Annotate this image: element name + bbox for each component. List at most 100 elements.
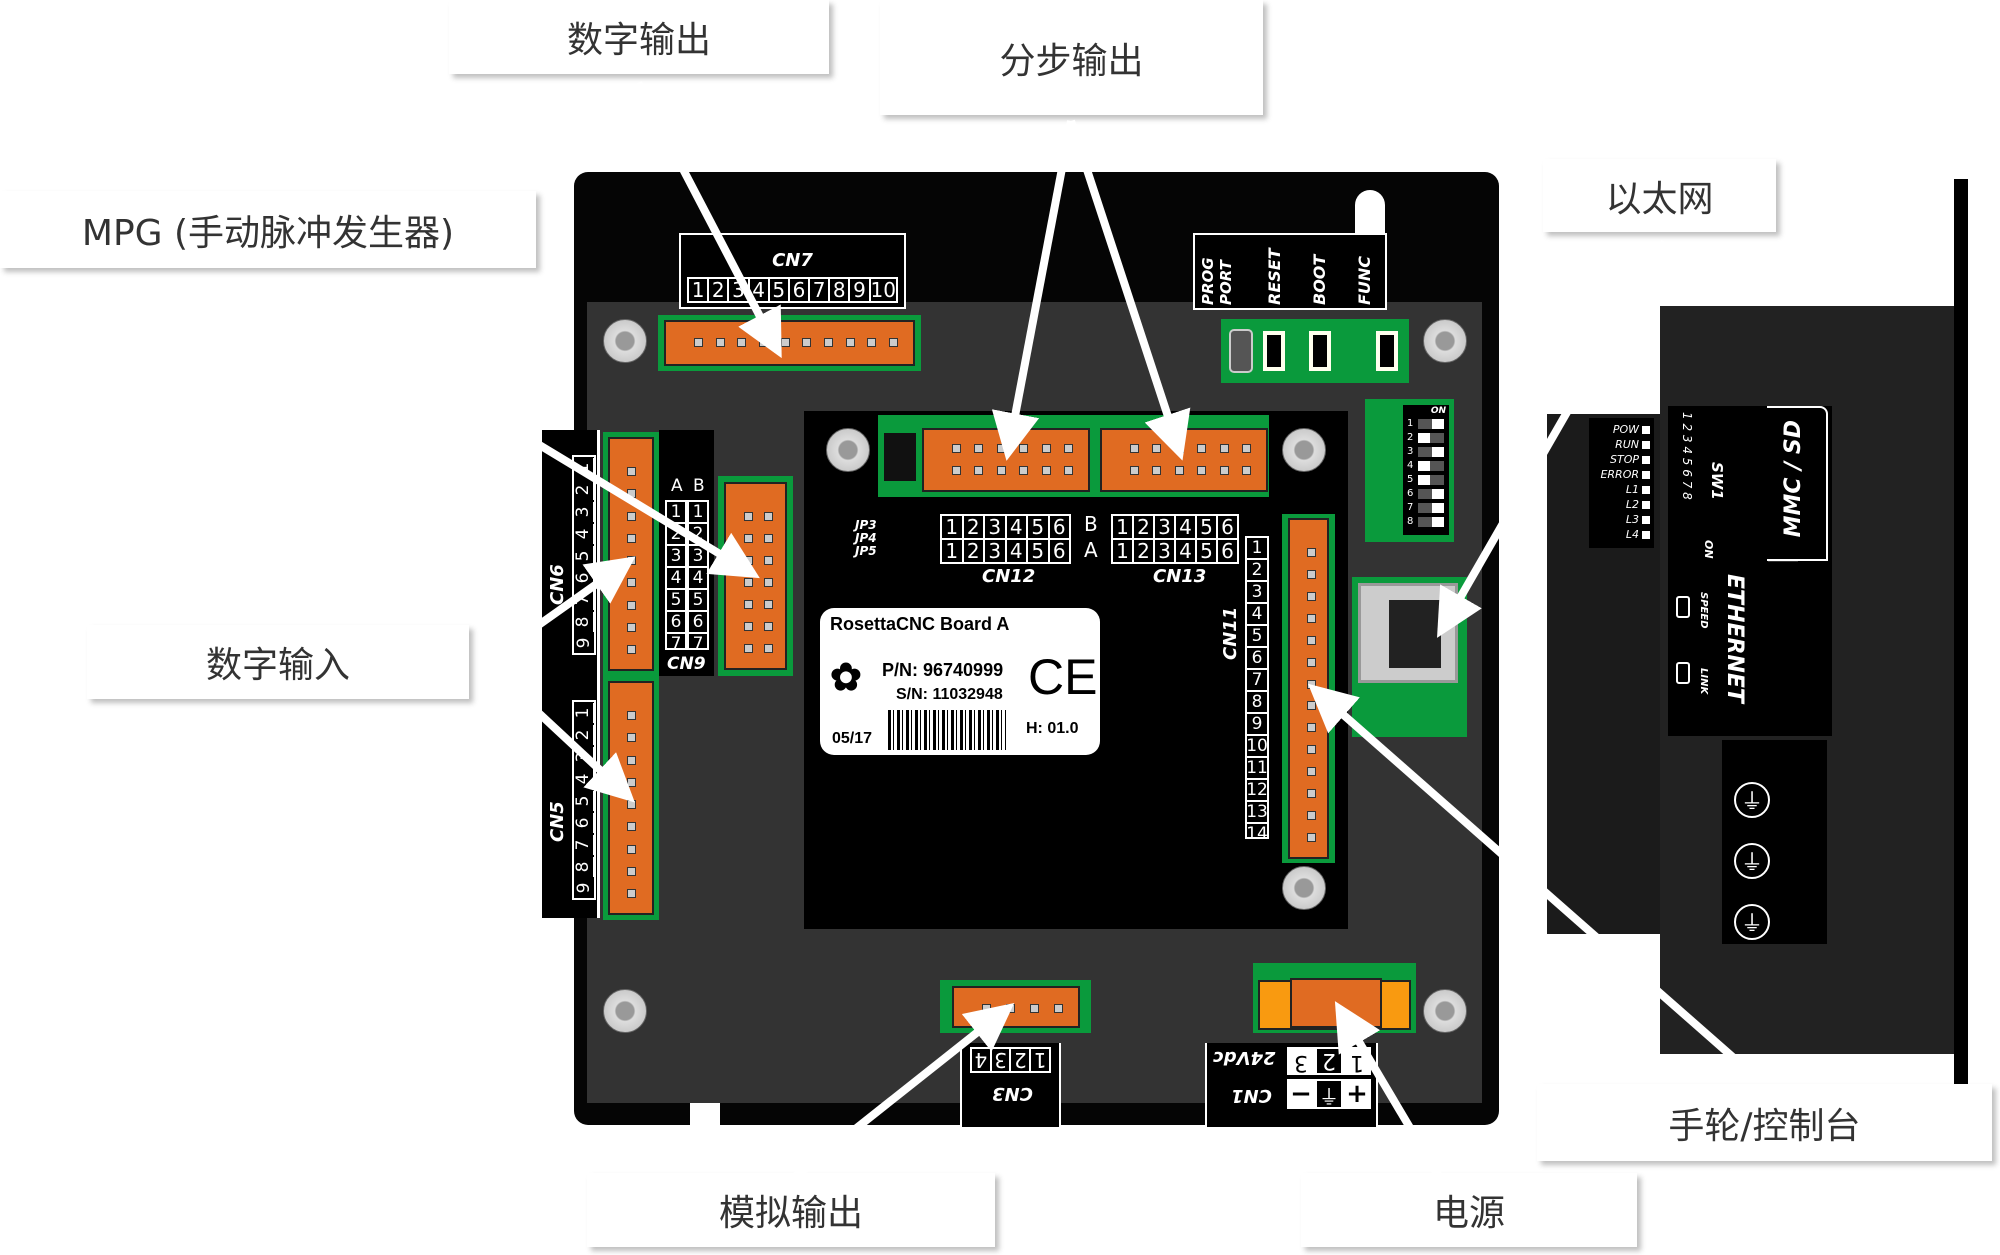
pin-number: 10 — [1246, 736, 1268, 758]
terminal-pin — [627, 822, 636, 832]
terminal-pin — [1054, 1004, 1063, 1013]
terminal-pin — [1174, 466, 1184, 475]
boot-button[interactable] — [1309, 331, 1331, 371]
ground-icon: ⏚ — [1734, 904, 1770, 940]
jp5-label: JP5 — [855, 544, 877, 558]
callout-stepper-output: 分步输出 — [880, 0, 1263, 115]
dip-toggle[interactable] — [1418, 475, 1444, 485]
terminal-pin — [764, 600, 773, 609]
pin-number: 1 — [1247, 538, 1267, 560]
dip-toggle[interactable] — [1418, 461, 1444, 471]
arrow-stepper-cn12 — [991, 120, 1075, 461]
link-led — [1676, 662, 1690, 684]
terminal-pin — [1307, 569, 1316, 579]
terminal-pin — [1307, 635, 1316, 645]
dip-switch-position[interactable]: 2 — [1407, 431, 1445, 445]
mmc-sd-box: MMC / SD — [1767, 406, 1828, 561]
cn6-connector — [608, 437, 654, 671]
screw-icon — [603, 989, 647, 1033]
dip-switch-position[interactable]: 5 — [1407, 473, 1445, 487]
terminal-pin — [1041, 466, 1051, 475]
arrow-ethernet — [1437, 240, 1669, 638]
dip-switch-position[interactable]: 6 — [1407, 487, 1445, 501]
terminal-pin — [1041, 444, 1051, 453]
dip-number: 4 — [1407, 460, 1414, 471]
terminal-pin — [1197, 444, 1207, 453]
dip-toggle[interactable] — [1418, 517, 1444, 527]
pin-number: 7 — [670, 634, 682, 654]
cn9-col-a: A — [671, 476, 683, 496]
terminal-pin — [627, 467, 636, 476]
dip-switch-position[interactable]: 3 — [1407, 445, 1445, 459]
led-indicator: L1 — [1593, 482, 1650, 497]
reset-button[interactable] — [1263, 331, 1285, 371]
dip-toggle[interactable] — [1418, 503, 1444, 513]
product-name: RosettaCNC Board A — [830, 614, 1010, 634]
arrow-handwheel — [1307, 683, 1738, 1063]
product-label: RosettaCNC Board A ✿ P/N: 96740999 S/N: … — [820, 608, 1100, 755]
terminal-pin — [974, 444, 984, 453]
dip-switch-position[interactable]: 7 — [1407, 501, 1445, 515]
dip-switch-position[interactable]: 8 — [1407, 515, 1445, 529]
terminal-pin — [1197, 466, 1207, 475]
dip-toggle[interactable] — [1418, 419, 1444, 429]
dip-switch-position[interactable]: 4 — [1407, 459, 1445, 473]
terminal-pin — [764, 578, 773, 587]
jp3-label: JP3 — [855, 518, 877, 532]
terminal-pin — [1307, 613, 1316, 623]
pin-number: 5 — [1197, 540, 1218, 562]
terminal-pin — [694, 338, 703, 347]
pin-number: 2 — [1134, 516, 1155, 538]
screw-icon — [1423, 989, 1467, 1033]
pin-number: 3 — [1247, 582, 1267, 604]
callout-mpg: MPG (手动脉冲发生器) — [0, 191, 536, 268]
led-indicator: L4 — [1593, 527, 1650, 542]
pin-number: 10 — [870, 278, 896, 302]
terminal-pin — [764, 512, 773, 521]
pin-number: 7 — [1247, 670, 1267, 692]
terminal-pin — [1307, 767, 1316, 777]
pin-number: 8 — [1247, 692, 1267, 714]
func-button[interactable] — [1376, 331, 1398, 371]
barcode — [888, 710, 1006, 750]
terminal-pin — [744, 512, 753, 521]
led-square-icon — [1642, 485, 1650, 494]
dip-toggle[interactable] — [1418, 489, 1444, 499]
screw-icon — [603, 319, 647, 363]
pin-number: 5 — [1028, 516, 1050, 538]
led-label: ERROR — [1600, 468, 1639, 481]
terminal-pin — [627, 511, 636, 521]
pin-number: 11 — [1246, 758, 1268, 780]
led-indicator: L2 — [1593, 497, 1650, 512]
led-indicator: STOP — [1593, 452, 1650, 467]
cn1-label-box: 1 2 3 − ⏚ + 24Vdc CN1 — [1205, 1043, 1378, 1129]
dip-switch-position[interactable]: 1 — [1407, 417, 1445, 431]
cn1-symbols: − ⏚ + — [1287, 1079, 1371, 1109]
pin-number: 6 — [790, 279, 811, 301]
dip-on-label: ON — [1430, 406, 1446, 416]
terminal-pin — [802, 338, 812, 347]
terminal-pin — [764, 534, 773, 543]
dip-toggle[interactable] — [1418, 433, 1444, 443]
terminal-pin — [1307, 548, 1316, 557]
ethernet-jack[interactable] — [1358, 583, 1458, 683]
cn13-label: CN13 — [1153, 566, 1207, 587]
pin-number: 9 — [850, 279, 871, 301]
ethernet-label: ETHERNET — [1722, 574, 1747, 703]
terminal-pin — [867, 338, 877, 347]
pin-number: 3 — [985, 540, 1007, 562]
terminal-pin — [845, 338, 855, 347]
cn7-connector — [664, 320, 915, 366]
usb-port[interactable] — [1229, 329, 1253, 373]
dip-toggle[interactable] — [1418, 447, 1444, 457]
led-label: L2 — [1625, 498, 1639, 511]
pin-number: 5 — [689, 590, 707, 612]
dip-number: 6 — [1407, 488, 1414, 499]
